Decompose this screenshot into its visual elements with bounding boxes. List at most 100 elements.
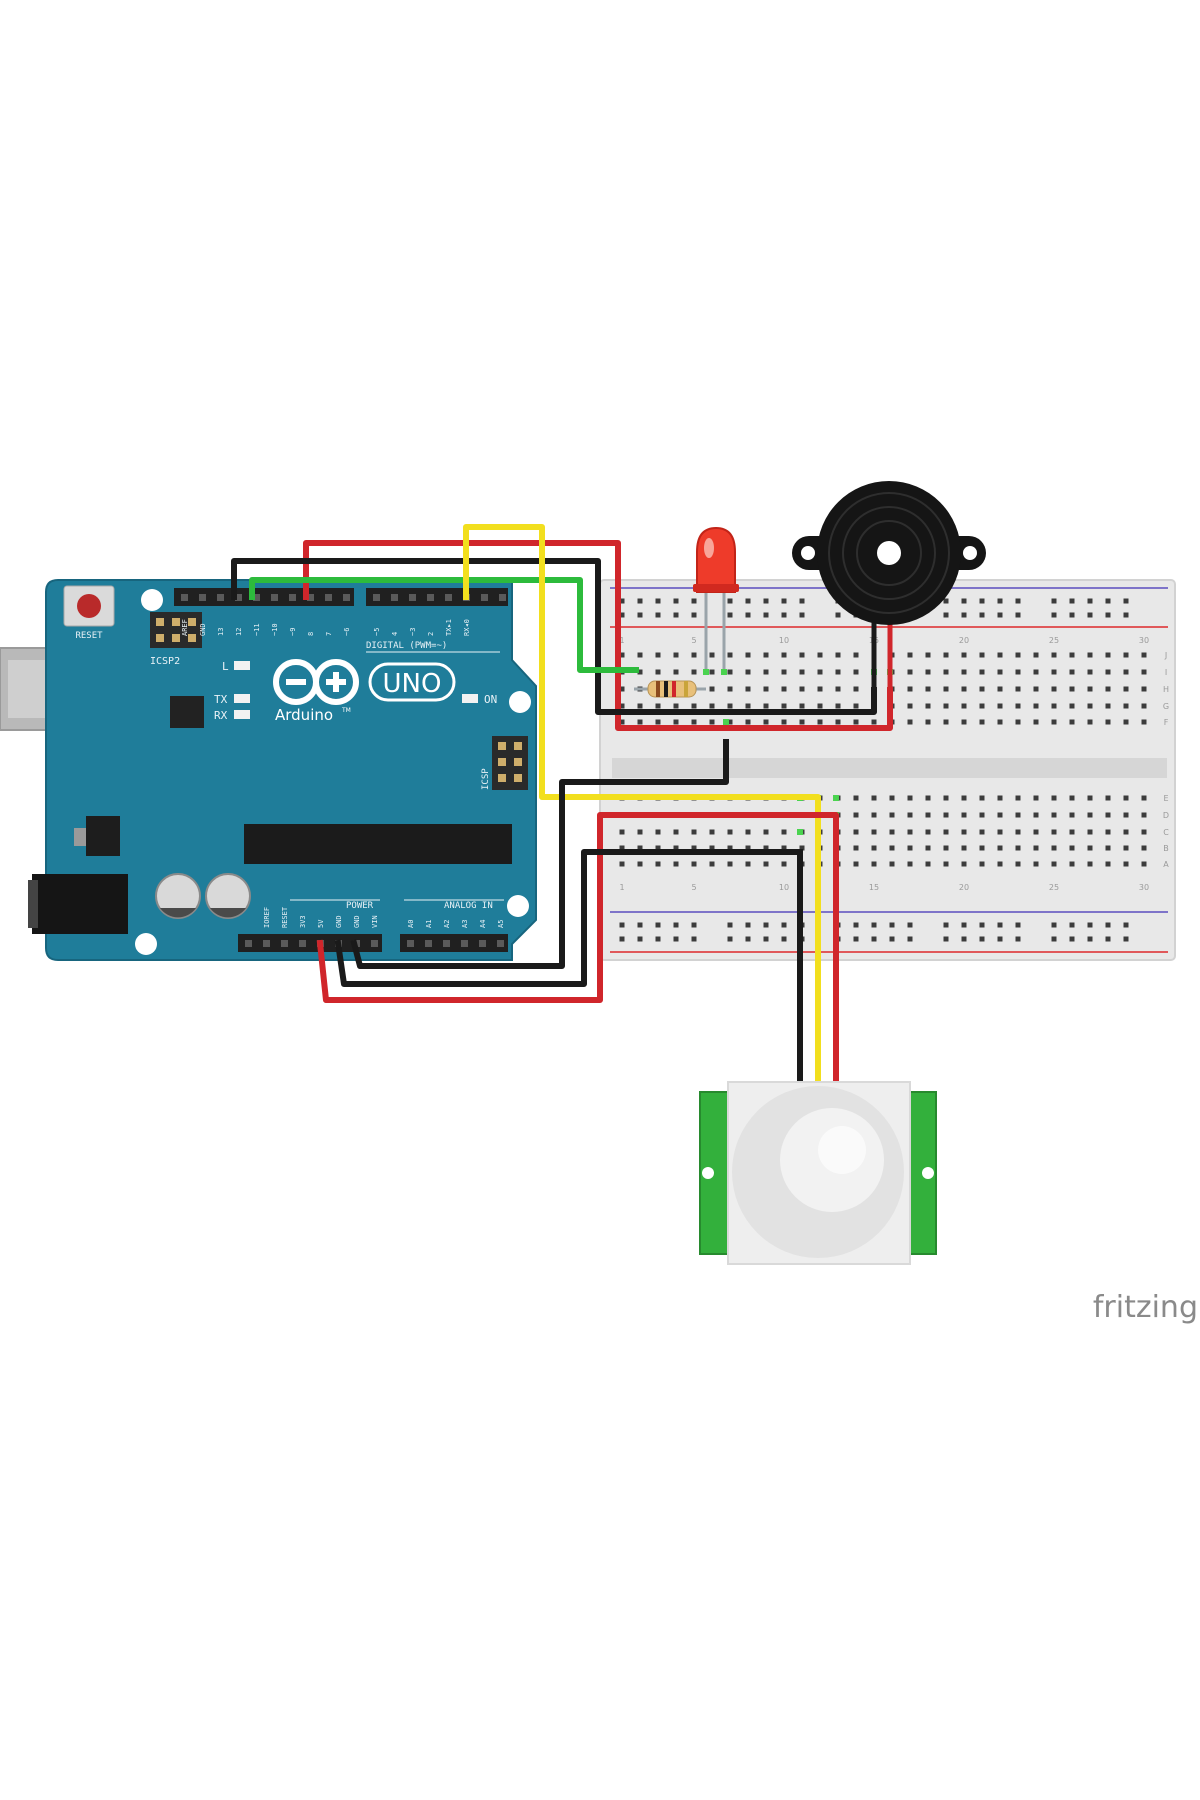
pin-label: A1 [425,920,433,928]
rail-hole [961,612,967,618]
terminal-hole [709,652,715,658]
rail-hole [1051,598,1057,604]
terminal-hole [943,719,949,725]
header-pin [199,594,206,601]
terminal-hole [709,845,715,851]
terminal-hole [1069,703,1075,709]
terminal-hole [691,829,697,835]
terminal-hole [997,669,1003,675]
column-number: 20 [959,883,969,892]
column-number: 1 [619,636,624,645]
rail-hole [997,612,1003,618]
rail-hole [1069,612,1075,618]
terminal-hole [691,669,697,675]
terminal-hole [1105,652,1111,658]
terminal-hole [745,719,751,725]
header-pin [235,594,242,601]
row-letter: C [1163,828,1169,837]
terminal-hole [691,703,697,709]
uno-badge [368,662,456,702]
terminal-hole [979,861,985,867]
terminal-hole [745,861,751,867]
terminal-hole [637,829,643,835]
rail-hole [727,922,733,928]
l-label: L [222,660,229,673]
terminal-hole [997,686,1003,692]
header-pin [307,594,314,601]
terminal-hole [835,669,841,675]
rail-hole [691,922,697,928]
terminal-hole [1051,719,1057,725]
terminal-hole [925,795,931,801]
terminal-hole [961,703,967,709]
terminal-hole [1141,719,1147,725]
pin-label: VIN [371,915,379,928]
terminal-hole [1069,845,1075,851]
rail-hole [1015,936,1021,942]
terminal-hole [745,669,751,675]
terminal-hole [853,652,859,658]
pin-label: 5V [317,919,325,928]
terminal-hole [1087,812,1093,818]
pin-label: 3V3 [299,915,307,928]
terminal-hole [673,861,679,867]
terminal-hole [1123,703,1129,709]
terminal-hole [979,845,985,851]
terminal-hole [997,829,1003,835]
row-letter: H [1163,685,1169,694]
connection-dot [797,829,803,835]
terminal-hole [709,829,715,835]
terminal-hole [1033,669,1039,675]
voltage-regulator [74,816,120,856]
terminal-hole [637,719,643,725]
rail-hole [1123,612,1129,618]
rail-hole [619,922,625,928]
bottom-power-rail-holes [619,922,1129,942]
reset-label: RESET [75,631,103,641]
terminal-hole [961,795,967,801]
terminal-hole [925,703,931,709]
pin-label: ~5 [373,628,381,636]
terminal-hole [943,652,949,658]
header-pin [425,940,432,947]
row-letter: J [1164,651,1167,660]
terminal-hole [727,686,733,692]
rail-hole [745,598,751,604]
header-pin [391,594,398,601]
connection-dot [833,795,839,801]
terminal-hole [961,845,967,851]
analog-header [400,934,508,952]
terminal-hole [943,795,949,801]
terminal-hole [1033,795,1039,801]
header-pin [245,940,252,947]
column-number: 25 [1049,636,1059,645]
terminal-hole [889,812,895,818]
pin-label: RX◂0 [463,619,471,636]
pin-label: GND [335,915,343,928]
terminal-hole [961,686,967,692]
arduino-logo: UNO Arduino TM [273,659,456,724]
terminal-hole [817,703,823,709]
column-number: 1 [619,883,624,892]
terminal-hole [961,719,967,725]
terminal-hole [763,686,769,692]
pin-label: A5 [497,920,505,928]
terminal-hole [1087,845,1093,851]
rail-hole [1087,936,1093,942]
led-body [696,526,736,593]
tx-led [234,694,250,703]
rail-hole [1069,598,1075,604]
terminal-hole [1141,669,1147,675]
terminal-hole [1015,795,1021,801]
pin-label: GND [199,623,207,636]
wire-red-pin10-to-buzzer [303,540,893,731]
reset-button-cap [77,594,101,618]
terminal-hole [907,686,913,692]
header-pin [325,594,332,601]
header-pin [253,594,260,601]
rail-hole [1069,922,1075,928]
rail-hole [763,922,769,928]
